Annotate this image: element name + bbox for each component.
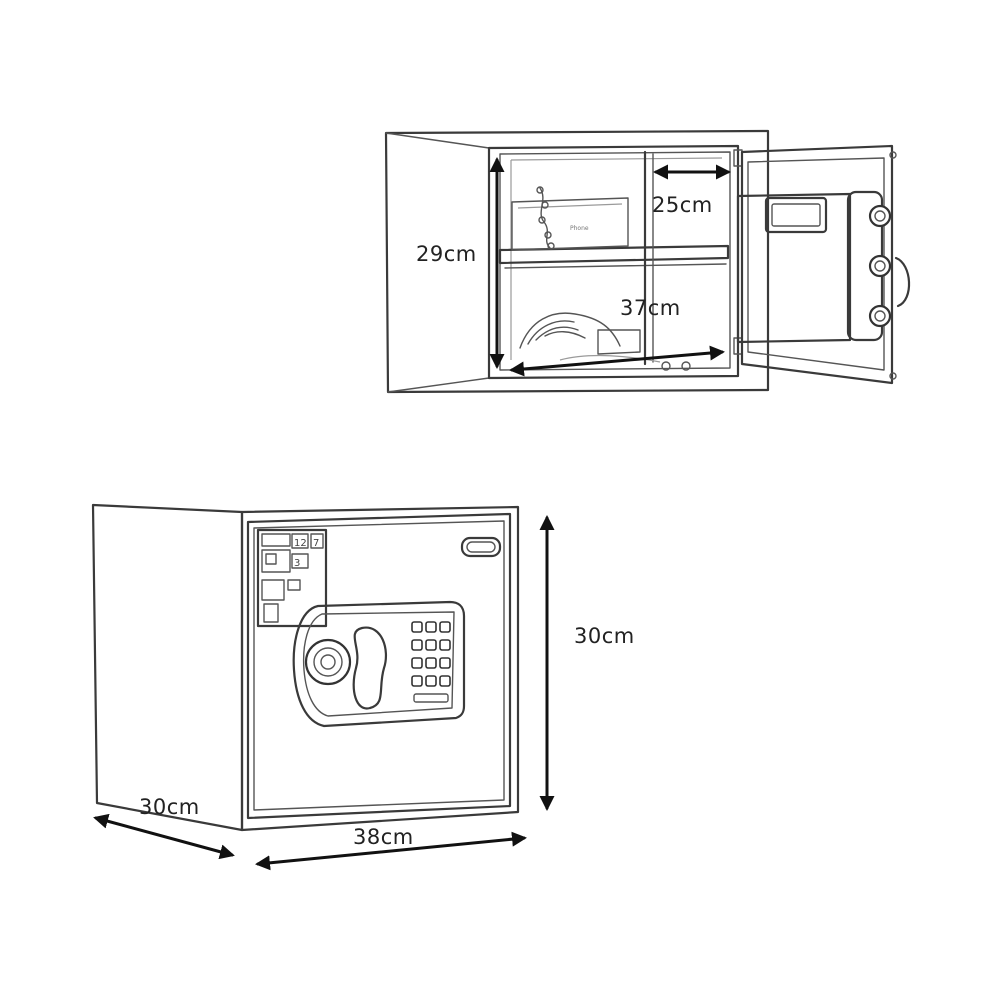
- depth-label: 30cm: [139, 795, 200, 819]
- key-0[interactable]: [425, 675, 437, 687]
- bolt-bottom: [868, 304, 892, 328]
- door-handle-slot: [460, 536, 502, 558]
- bolt-middle: [868, 254, 892, 278]
- inner-height-label: 29cm: [416, 242, 477, 266]
- necklace: [536, 186, 555, 250]
- open-safe: Phone: [384, 129, 911, 394]
- sticker-digit-2: 7: [313, 538, 319, 549]
- battery-compartment: [764, 196, 828, 234]
- key-6[interactable]: [439, 639, 451, 651]
- bolt-top: [868, 204, 892, 228]
- key-2[interactable]: [425, 621, 437, 633]
- sticker-digit-1: 12: [294, 538, 307, 549]
- key-9[interactable]: [439, 657, 451, 669]
- open-safe-body: [384, 129, 770, 394]
- keypad: [411, 621, 451, 703]
- height-label: 30cm: [574, 624, 635, 648]
- rotary-knob[interactable]: [304, 638, 352, 686]
- finger-grip: [352, 626, 388, 710]
- inner-width-arrow: [509, 345, 725, 377]
- sticker-digit-3: 3: [294, 558, 300, 569]
- key-4[interactable]: [411, 639, 423, 651]
- open-door: [736, 144, 911, 385]
- key-5[interactable]: [425, 639, 437, 651]
- depth-arrow: [93, 813, 235, 860]
- key-3[interactable]: [439, 621, 451, 633]
- key-8[interactable]: [425, 657, 437, 669]
- closed-safe: 12 7 3: [91, 503, 635, 871]
- shelf-depth-label: 25cm: [652, 193, 713, 217]
- key-1[interactable]: [411, 621, 423, 633]
- closed-safe-door: [246, 512, 512, 820]
- key-hash[interactable]: [439, 675, 451, 687]
- inner-width-label: 37cm: [620, 296, 681, 320]
- door-rear-handle: [894, 256, 911, 308]
- closed-safe-front: [240, 505, 520, 832]
- key-star[interactable]: [411, 675, 423, 687]
- phone-box: Phone: [511, 197, 629, 251]
- warning-sticker: 12 7 3: [256, 528, 328, 628]
- closed-safe-side-panel: [91, 503, 244, 832]
- width-arrow: [255, 831, 527, 871]
- door-bolts: [868, 204, 892, 328]
- key-7[interactable]: [411, 657, 423, 669]
- phone-box-label: Phone: [570, 225, 589, 232]
- width-label: 38cm: [353, 825, 414, 849]
- electronic-lock-panel: [292, 600, 466, 728]
